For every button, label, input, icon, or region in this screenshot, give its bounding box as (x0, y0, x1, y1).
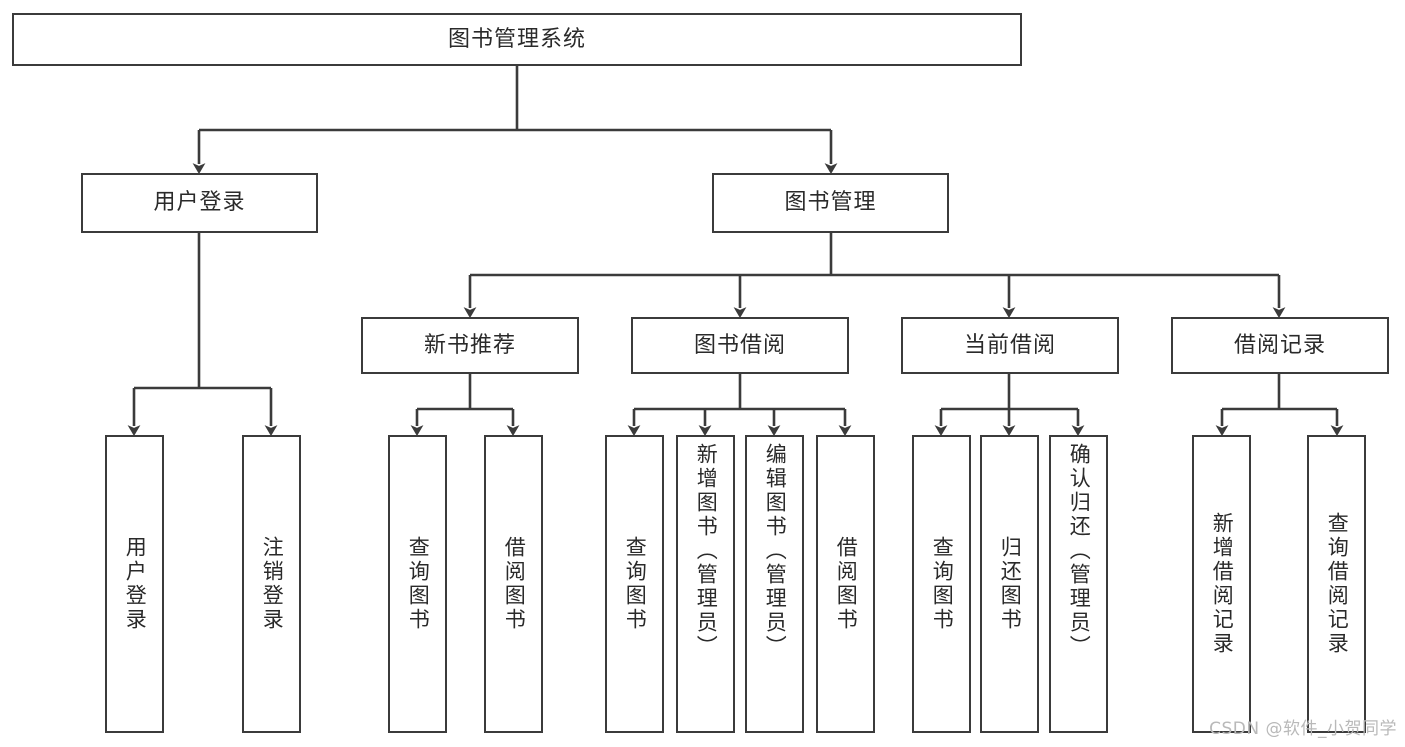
leaf-return-book[interactable]: 归还图书 (980, 435, 1039, 733)
leaf-edit-book-admin[interactable]: 编辑图书（管理员） (745, 435, 804, 733)
node-label: 查询图书 (623, 536, 648, 632)
node-label: 查询图书 (930, 536, 955, 632)
node-label: 图书管理 (784, 190, 877, 216)
node-label: 借阅图书 (502, 536, 527, 632)
leaf-query-borrow-record[interactable]: 查询借阅记录 (1307, 435, 1366, 733)
node-borrow-record[interactable]: 借阅记录 (1171, 317, 1389, 374)
node-root-book-management-system[interactable]: 图书管理系统 (12, 13, 1022, 66)
csdn-watermark: CSDN @软件_小贺同学 (1209, 719, 1397, 739)
node-label: 图书管理系统 (447, 26, 586, 52)
node-label: 归还图书 (998, 536, 1023, 632)
leaf-query-book-3[interactable]: 查询图书 (912, 435, 971, 733)
node-current-borrow[interactable]: 当前借阅 (901, 317, 1119, 374)
node-label: 用户登录 (123, 536, 148, 632)
leaf-borrow-book-2[interactable]: 借阅图书 (816, 435, 875, 733)
node-book-borrow[interactable]: 图书借阅 (631, 317, 849, 374)
node-label: 借阅记录 (1233, 332, 1326, 358)
node-label: 注销登录 (260, 536, 285, 632)
node-user-login[interactable]: 用户登录 (81, 173, 318, 233)
node-label: 图书借阅 (693, 332, 786, 358)
node-label: 新增图书（管理员） (694, 443, 719, 659)
node-label: 新增借阅记录 (1210, 512, 1235, 656)
leaf-add-book-admin[interactable]: 新增图书（管理员） (676, 435, 735, 733)
node-label: 用户登录 (153, 190, 246, 216)
leaf-query-book-2[interactable]: 查询图书 (605, 435, 664, 733)
node-book-management[interactable]: 图书管理 (712, 173, 949, 233)
leaf-query-book-1[interactable]: 查询图书 (388, 435, 447, 733)
node-label: 借阅图书 (834, 536, 859, 632)
node-label: 确认归还（管理员） (1067, 443, 1092, 659)
node-label: 新书推荐 (423, 332, 516, 358)
leaf-add-borrow-record[interactable]: 新增借阅记录 (1192, 435, 1251, 733)
node-label: 当前借阅 (963, 332, 1056, 358)
node-label: 编辑图书（管理员） (763, 443, 788, 659)
node-new-book-recommendation[interactable]: 新书推荐 (361, 317, 579, 374)
leaf-user-login[interactable]: 用户登录 (105, 435, 164, 733)
node-label: 查询图书 (406, 536, 431, 632)
leaf-confirm-return-admin[interactable]: 确认归还（管理员） (1049, 435, 1108, 733)
leaf-borrow-book-1[interactable]: 借阅图书 (484, 435, 543, 733)
node-label: 查询借阅记录 (1325, 512, 1350, 656)
leaf-logout[interactable]: 注销登录 (242, 435, 301, 733)
